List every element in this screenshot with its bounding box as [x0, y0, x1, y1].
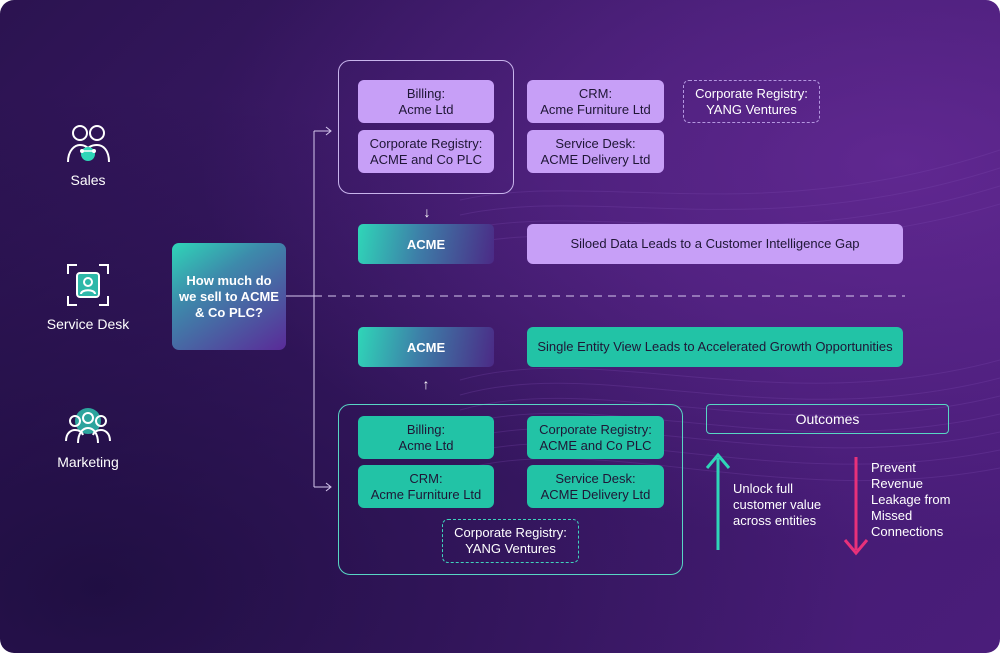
persona-service-desk: Service Desk [28, 262, 148, 334]
audience-icon [65, 408, 111, 444]
siloed-message: Siloed Data Leads to a Customer Intellig… [527, 224, 903, 264]
persona-sales: Sales [28, 122, 148, 192]
outcome-line: across entities [733, 513, 817, 528]
outcome-line: Prevent [871, 460, 916, 475]
record-title: CRM: [409, 470, 443, 486]
persona-marketing: Marketing [28, 405, 148, 475]
outcome-down-text: Prevent Revenue Leakage from Missed Conn… [871, 460, 981, 540]
siloed-entity-acme: ACME [358, 224, 494, 264]
outcome-line: Revenue [871, 476, 924, 491]
siloed-record-corporate-registry: Corporate Registry: ACME and Co PLC [358, 130, 494, 173]
record-title: Service Desk: [555, 135, 636, 151]
background-wave-lines [459, 149, 1000, 482]
record-title: Corporate Registry: [695, 85, 808, 101]
unified-entity-acme: ACME [358, 327, 494, 367]
outcome-line: Connections [871, 524, 944, 539]
outcome-up-text: Unlock full customer value across entiti… [733, 481, 843, 529]
siloed-group [338, 60, 514, 194]
record-value: YANG Ventures [465, 541, 556, 556]
persona-label: Service Desk [46, 316, 130, 332]
arrowhead-bottom [325, 482, 332, 492]
record-value: Acme Furniture Ltd [540, 101, 651, 117]
record-value: ACME and Co PLC [539, 437, 652, 453]
record-title: Billing: [406, 421, 446, 437]
unified-record-crm: CRM: Acme Furniture Ltd [358, 465, 494, 508]
down-arrow [843, 457, 869, 556]
down-small-arrow: ↓ [423, 204, 431, 220]
unified-record-service-desk: Service Desk: ACME Delivery Ltd [527, 465, 664, 508]
record-value: Acme Furniture Ltd [370, 486, 482, 502]
record-value: YANG Ventures [706, 101, 797, 117]
users-group-icon [67, 125, 110, 163]
agent-badge-icon [67, 264, 109, 306]
outcome-line: Missed [871, 508, 913, 523]
outcomes-title: Outcomes [795, 411, 860, 427]
record-title: Corporate Registry: [539, 421, 652, 437]
up-arrow [705, 452, 731, 550]
record-title: Corporate Registry: [369, 135, 483, 151]
persona-label: Sales [70, 172, 106, 188]
unified-record-yang-ventures: Corporate Registry: YANG Ventures [442, 519, 579, 563]
unified-record-corporate-registry: Corporate Registry: ACME and Co PLC [527, 416, 664, 459]
siloed-record-service-desk: Service Desk: ACME Delivery Ltd [527, 130, 664, 173]
arrowhead-top [325, 126, 332, 136]
record-value: Acme Ltd [398, 101, 454, 117]
bracket-connector [286, 130, 330, 488]
record-title: Service Desk: [555, 470, 636, 486]
record-title: CRM: [578, 85, 613, 101]
record-value: ACME Delivery Ltd [540, 486, 651, 502]
siloed-record-billing: Billing: Acme Ltd [358, 80, 494, 123]
record-value: Acme Ltd [398, 437, 454, 453]
siloed-record-crm: CRM: Acme Furniture Ltd [527, 80, 664, 123]
outcomes-header: Outcomes [706, 404, 949, 434]
outcome-line: Unlock full [733, 481, 793, 496]
message-text: Single Entity View Leads to Accelerated … [537, 339, 893, 354]
message-text: Siloed Data Leads to a Customer Intellig… [570, 236, 860, 251]
unified-record-billing: Billing: Acme Ltd [358, 416, 494, 459]
siloed-record-yang-ventures: Corporate Registry: YANG Ventures [683, 80, 820, 123]
persona-label: Marketing [57, 454, 119, 470]
unified-message: Single Entity View Leads to Accelerated … [527, 327, 903, 367]
record-title: Billing: [406, 85, 446, 101]
outcome-line: Leakage from [871, 492, 951, 507]
record-title: Corporate Registry: [454, 525, 567, 540]
outcome-line: customer value [733, 497, 822, 512]
question-card: How much do we sell to ACME & Co PLC? [172, 243, 286, 350]
record-value: ACME and Co PLC [370, 151, 482, 167]
record-value: ACME Delivery Ltd [540, 151, 651, 167]
up-small-arrow: ↑ [422, 376, 430, 392]
unified-group [338, 404, 683, 575]
